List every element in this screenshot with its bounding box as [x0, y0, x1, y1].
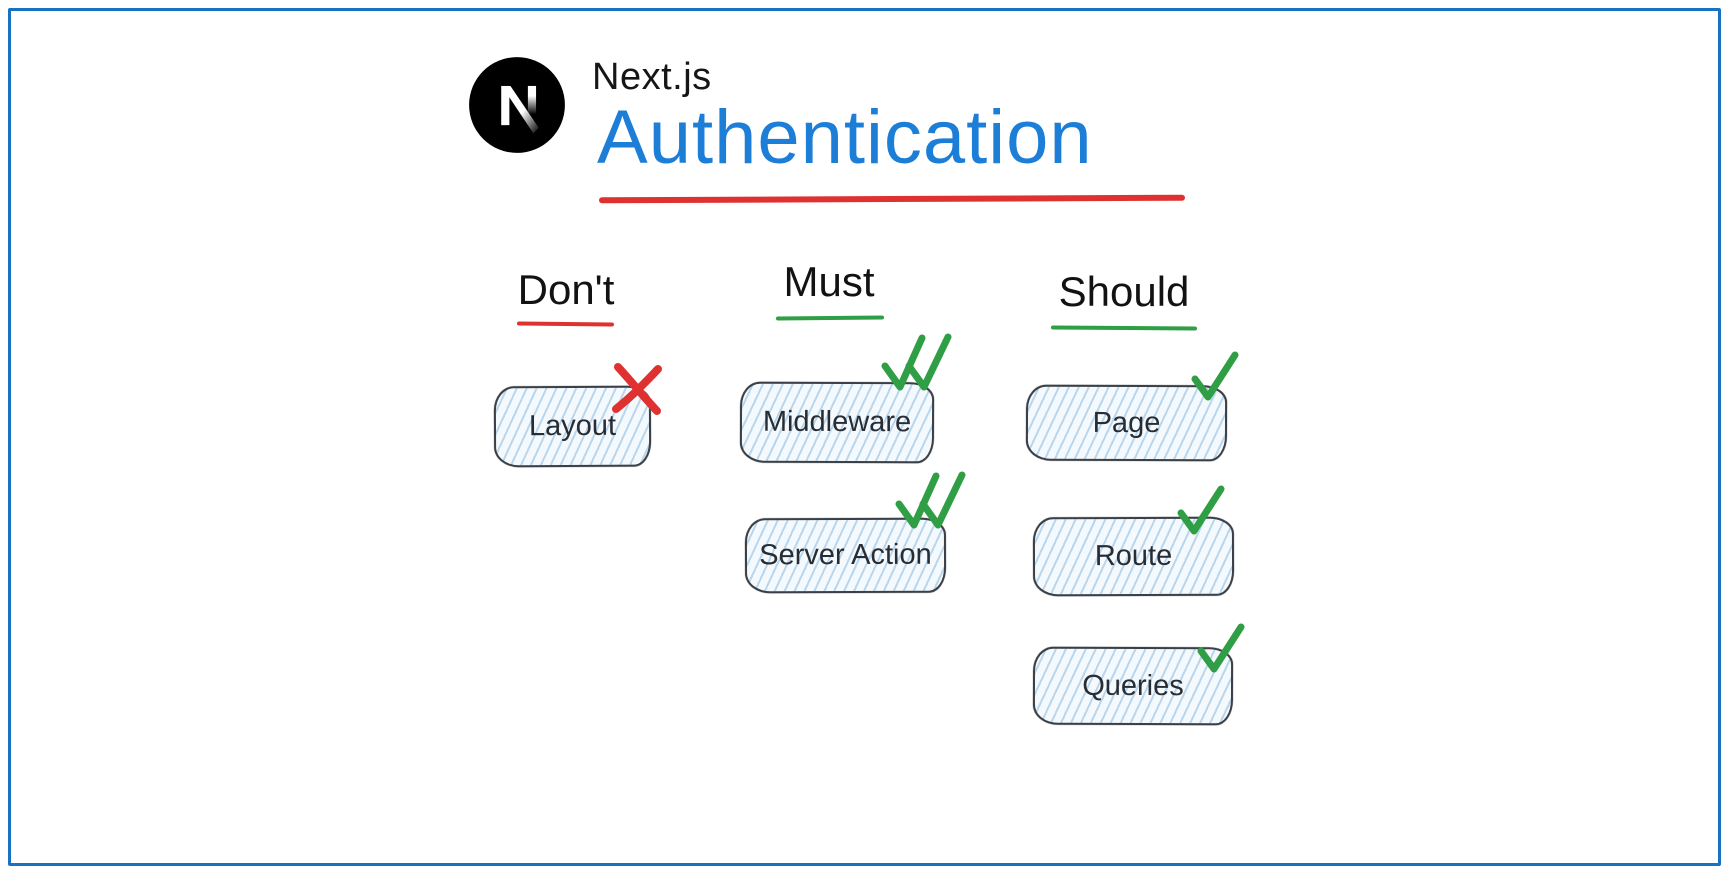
node-page-label: Page — [1092, 406, 1161, 439]
column-header-dont: Don't — [517, 266, 615, 313]
nextjs-logo-icon — [468, 56, 566, 154]
page-title: Authentication — [597, 95, 1093, 180]
column-header-must: Must — [783, 258, 875, 305]
node-layout: Layout — [493, 385, 652, 468]
column-header-should: Should — [1058, 268, 1190, 315]
node-server-action-label: Server Action — [759, 538, 932, 572]
node-queries: Queries — [1032, 646, 1234, 726]
node-route: Route — [1032, 516, 1235, 597]
node-route-label: Route — [1094, 539, 1173, 573]
dont-underline — [516, 321, 615, 327]
node-layout-label: Layout — [528, 409, 617, 443]
should-underline — [1050, 325, 1198, 331]
node-middleware-label: Middleware — [762, 405, 912, 439]
node-server-action: Server Action — [744, 517, 947, 594]
title-underline — [598, 194, 1186, 204]
node-queries-label: Queries — [1082, 669, 1184, 702]
node-middleware: Middleware — [739, 381, 935, 464]
brand-label: Next.js — [592, 56, 712, 98]
node-page: Page — [1025, 384, 1228, 462]
must-underline — [775, 315, 885, 321]
